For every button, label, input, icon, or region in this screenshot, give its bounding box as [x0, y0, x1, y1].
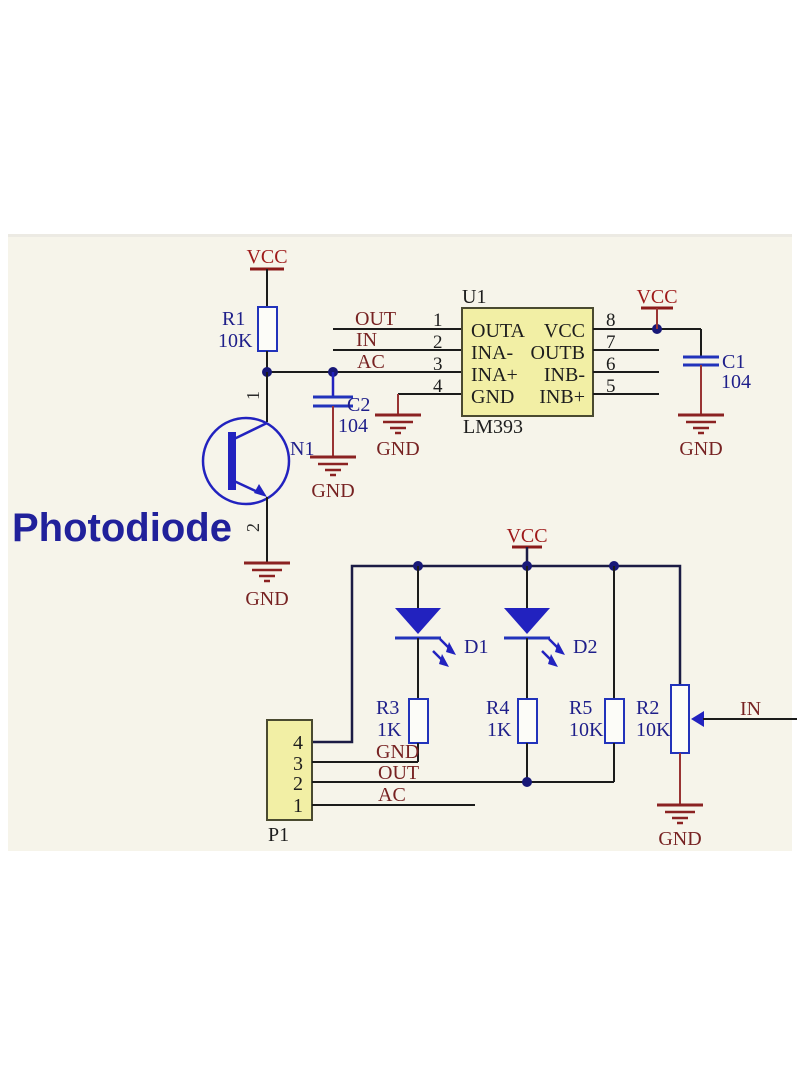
n1-pin2-number: 2: [243, 523, 263, 532]
u1-pin6-number: 6: [606, 354, 616, 375]
n1-ref: N1: [290, 438, 314, 460]
d1-ref: D1: [464, 636, 488, 658]
wire-vcc-bus: [312, 564, 682, 744]
net-label-out: OUT: [355, 308, 396, 330]
emitter-arrow-icon: [254, 484, 267, 497]
u1-pin8-number: 8: [606, 310, 616, 331]
page-title: Photodiode: [12, 506, 232, 550]
schematic-top-edge: [8, 234, 792, 238]
r4-ref: R4: [486, 697, 509, 719]
resistor-body-icon: [670, 684, 690, 754]
capacitor-c2: C2 104: [313, 372, 370, 457]
r2-value: 10K: [636, 719, 671, 741]
ic-u1: U1 LM393 1 2 3 4 8 7 6 5 OUTA VCC INA- O…: [433, 286, 616, 438]
u1-pin-name: INA-: [471, 342, 513, 364]
gnd-label: GND: [311, 480, 354, 502]
u1-pin-name: OUTB: [531, 342, 585, 364]
r2-ref: R2: [636, 697, 659, 719]
gnd-label: GND: [245, 588, 288, 610]
potentiometer-r2: R2 10K IN: [636, 684, 797, 805]
transistor-bar-icon: [228, 432, 236, 490]
vcc-label: VCC: [506, 525, 547, 547]
net-label-ac: AC: [378, 784, 406, 806]
connector-p1: 4 3 2 1 P1: [266, 719, 313, 846]
schematic-background: [8, 237, 792, 851]
wiper-arrow-icon: [691, 711, 704, 727]
gnd-symbol-r2: GND: [657, 803, 703, 850]
gnd-symbol-c1: GND: [678, 413, 724, 460]
r4-value: 1K: [487, 719, 512, 741]
led-triangle-icon: [395, 608, 441, 634]
u1-pin-name: VCC: [544, 320, 585, 342]
collector-lead-icon: [233, 421, 268, 441]
gnd-label: GND: [658, 828, 701, 850]
u1-pin1-number: 1: [433, 310, 443, 331]
resistor-body-icon: [408, 698, 429, 744]
p1-ref: P1: [268, 824, 289, 846]
transistor-body-icon: [201, 416, 291, 506]
p1-pin3-number: 3: [293, 753, 303, 775]
resistor-body-icon: [604, 698, 625, 744]
net-label-gnd: GND: [376, 741, 419, 763]
u1-pin-name: GND: [471, 386, 514, 408]
r1-ref: R1: [222, 308, 245, 330]
u1-pin-name: OUTA: [471, 320, 526, 342]
junction-dot: [522, 777, 532, 787]
p1-pin1-number: 1: [293, 795, 303, 817]
u1-ref: U1: [462, 286, 486, 308]
u1-pin7-number: 7: [606, 332, 616, 353]
phototransistor-n1: N1 1 2: [201, 391, 314, 532]
r5-ref: R5: [569, 697, 592, 719]
net-label-ac: AC: [357, 351, 385, 373]
net-label-in: IN: [356, 329, 377, 351]
n1-pin1-number: 1: [243, 391, 263, 400]
vcc-power-port-right: VCC: [636, 286, 678, 329]
p1-pin4-number: 4: [293, 732, 303, 754]
connector-body-icon: [266, 719, 313, 821]
resistor-body-icon: [257, 306, 278, 352]
gnd-label: GND: [679, 438, 722, 460]
c1-ref: C1: [722, 351, 745, 373]
led-triangle-icon: [504, 608, 550, 634]
r3-ref: R3: [376, 697, 399, 719]
led-d1: D1: [395, 566, 488, 699]
u1-pin5-number: 5: [606, 376, 616, 397]
vcc-label: VCC: [246, 246, 287, 268]
u1-pin-name: INB+: [539, 386, 585, 408]
resistor-r4: R4 1K: [486, 697, 538, 782]
u1-pin2-number: 2: [433, 332, 443, 353]
led-d2: D2: [504, 566, 597, 699]
r5-value: 10K: [569, 719, 604, 741]
net-label-out: OUT: [378, 762, 419, 784]
u1-part: LM393: [463, 416, 523, 438]
ic-body-icon: [461, 307, 594, 417]
u1-pin-name: INB-: [544, 364, 585, 386]
gnd-symbol-pin4: GND: [375, 413, 421, 460]
r3-value: 1K: [377, 719, 402, 741]
resistor-r3: R3 1K: [376, 697, 429, 762]
r1-value: 10K: [218, 330, 253, 352]
gnd-symbol-transistor: GND: [244, 561, 290, 610]
u1-pin-name: INA+: [471, 364, 518, 386]
gnd-label: GND: [376, 438, 419, 460]
d2-ref: D2: [573, 636, 597, 658]
c2-value: 104: [338, 415, 368, 437]
resistor-r5: R5 10K: [569, 566, 625, 782]
p1-pin2-number: 2: [293, 773, 303, 795]
u1-pin4-number: 4: [433, 376, 443, 397]
net-label-in: IN: [740, 698, 761, 720]
u1-pin3-number: 3: [433, 354, 443, 375]
vcc-label: VCC: [636, 286, 677, 308]
vcc-power-port-left: VCC: [246, 246, 288, 307]
capacitor-c1: C1 104: [683, 329, 751, 415]
c1-value: 104: [721, 371, 751, 393]
c2-ref: C2: [347, 394, 370, 416]
gnd-symbol-c2: GND: [310, 455, 356, 502]
resistor-body-icon: [517, 698, 538, 744]
